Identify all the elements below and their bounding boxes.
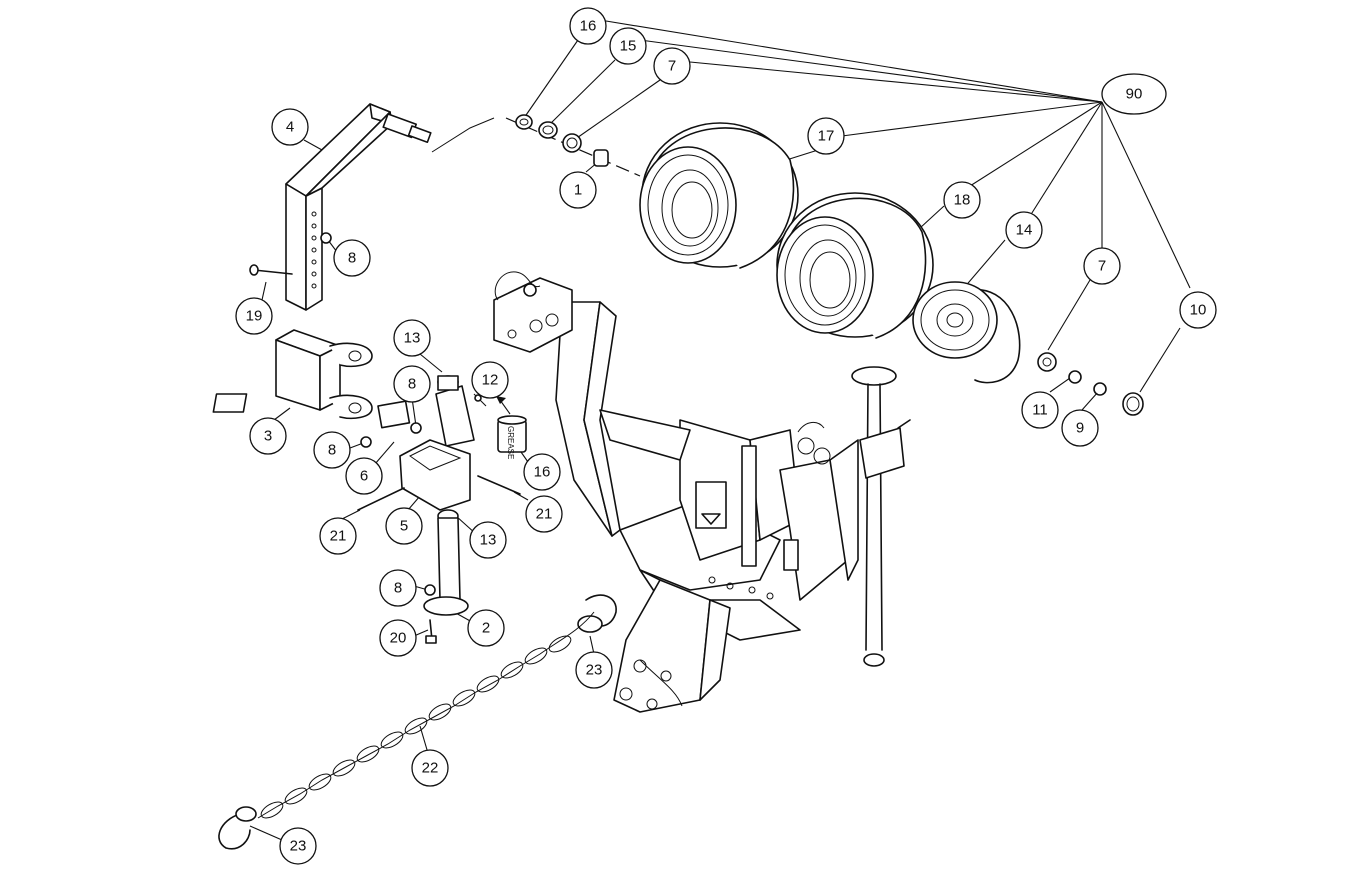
callout-label: 2 [482, 620, 490, 637]
callout-label: 8 [348, 250, 356, 267]
callout-label: 21 [330, 528, 347, 545]
callout-label: 10 [1190, 302, 1207, 319]
leader-lines [249, 19, 1191, 841]
callout-13b: 13 [469, 521, 507, 559]
callout-10: 10 [1179, 291, 1217, 329]
callout-label: 4 [286, 119, 294, 136]
callout-12: 12 [471, 361, 509, 399]
bolts-21 [357, 475, 521, 511]
callout-90: 90 [1101, 73, 1167, 115]
callout-8d: 8 [379, 569, 417, 607]
chain-22 [218, 594, 617, 850]
callout-16b: 16 [523, 453, 561, 491]
callout-label: 15 [620, 38, 637, 55]
callout-label: 20 [390, 630, 407, 647]
callout-6: 6 [345, 457, 383, 495]
hitch-plate [493, 271, 573, 353]
rim-14 [912, 281, 1021, 384]
callout-label: 8 [328, 442, 336, 459]
callout-23b: 23 [279, 827, 317, 865]
callout-2: 2 [467, 609, 505, 647]
bracket-3 [212, 329, 373, 420]
callout-18: 18 [943, 181, 981, 219]
callout-16a: 16 [569, 7, 607, 45]
callout-label: 14 [1016, 222, 1033, 239]
axle-arm-4 [285, 103, 432, 311]
bearing-parts [515, 114, 1144, 416]
callout-label: 3 [264, 428, 272, 445]
callout-label: 19 [246, 308, 263, 325]
callout-21a: 21 [319, 517, 357, 555]
tire-18 [776, 192, 934, 339]
jack-stand [851, 366, 911, 667]
grease-tube-16: GREASE [496, 396, 527, 459]
pin-19 [249, 264, 293, 276]
callout-label: 18 [954, 192, 971, 209]
callout-9: 9 [1061, 409, 1099, 447]
callout-8a: 8 [333, 239, 371, 277]
callout-label: 9 [1076, 420, 1084, 437]
callout-17: 17 [807, 117, 845, 155]
callout-label: 6 [360, 468, 368, 485]
callout-13a: 13 [393, 319, 431, 357]
callout-label: 7 [668, 58, 676, 75]
callout-label: 90 [1126, 86, 1143, 103]
callout-label: 12 [482, 372, 499, 389]
nut-8-top [320, 232, 332, 244]
callout-label: 16 [580, 18, 597, 35]
callout-19: 19 [235, 297, 273, 335]
grease-label: GREASE [506, 426, 515, 459]
tongue [613, 579, 731, 713]
callout-label: 13 [404, 330, 421, 347]
callout-8b: 8 [393, 365, 431, 403]
callout-14: 14 [1005, 211, 1043, 249]
callout-label: 1 [574, 182, 582, 199]
callout-7b: 7 [1083, 247, 1121, 285]
callout-label: 13 [480, 532, 497, 549]
callout-label: 23 [586, 662, 603, 679]
callout-4: 4 [271, 108, 309, 146]
tire-17 [639, 122, 799, 269]
callout-label: 16 [534, 464, 551, 481]
callout-label: 21 [536, 506, 553, 523]
callout-label: 7 [1098, 258, 1106, 275]
callout-21b: 21 [525, 495, 563, 533]
callout-label: 23 [290, 838, 307, 855]
callout-label: 11 [1032, 402, 1048, 419]
pivot-bracket-5 [377, 375, 475, 616]
callout-3: 3 [249, 417, 287, 455]
callout-label: 8 [394, 580, 402, 597]
callout-22: 22 [411, 749, 449, 787]
small-hardware [360, 394, 482, 644]
callout-label: 22 [422, 760, 439, 777]
callout-8c: 8 [313, 431, 351, 469]
callout-7a: 7 [653, 47, 691, 85]
callout-5: 5 [385, 507, 423, 545]
callout-1: 1 [559, 171, 597, 209]
callout-15: 15 [609, 27, 647, 65]
callout-label: 5 [400, 518, 408, 535]
callout-20: 20 [379, 619, 417, 657]
callout-label: 8 [408, 376, 416, 393]
main-frame [555, 301, 859, 641]
callout-23a: 23 [575, 651, 613, 689]
callout-label: 17 [818, 128, 835, 145]
callout-11: 11 [1021, 391, 1059, 429]
